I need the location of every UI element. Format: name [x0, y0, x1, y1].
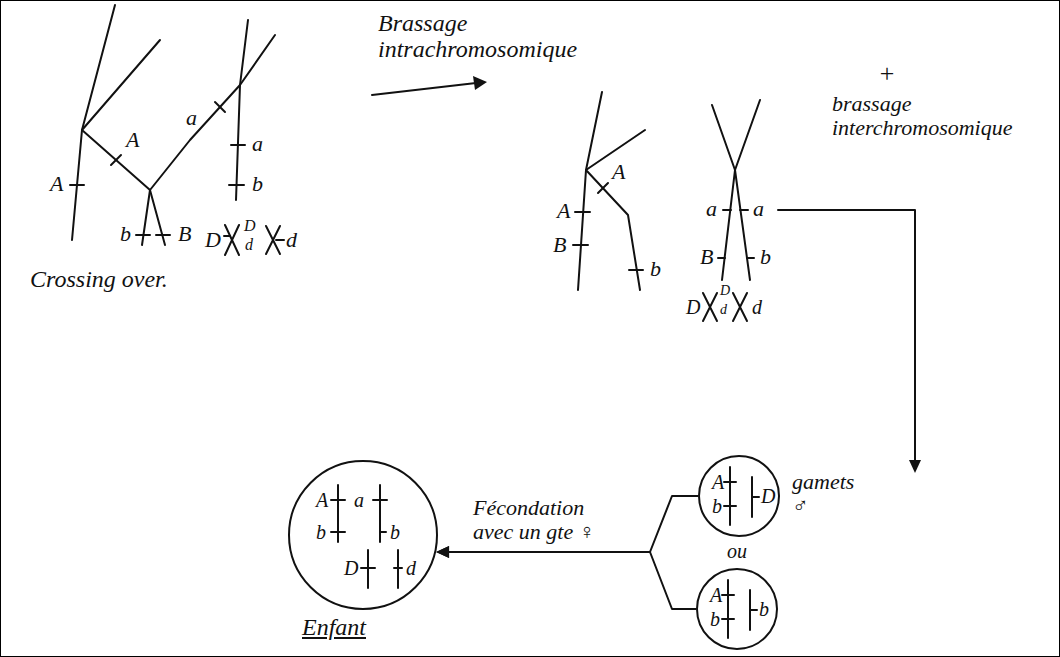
- allele-label: d: [752, 296, 762, 318]
- allele-label: a: [186, 106, 197, 130]
- chromatid-line: [337, 485, 339, 542]
- offspring-cell: AabbDdEnfant: [288, 460, 438, 610]
- chromatid-line: [724, 505, 736, 507]
- allele-label: D: [244, 217, 256, 235]
- allele-label: D: [344, 557, 358, 579]
- chromatid-line: [722, 594, 734, 596]
- allele-label: A: [557, 199, 570, 223]
- figure-caption: Crossing over.: [30, 266, 168, 292]
- chromosome-sketch: [290, 462, 440, 612]
- chromatid-line: [750, 609, 757, 611]
- allele-label: b: [710, 608, 720, 630]
- chromatid-line: [373, 499, 387, 501]
- connector-line: [446, 552, 696, 609]
- chromatid-line: [331, 499, 345, 501]
- allele-label: A: [710, 584, 722, 606]
- chromatid-line: [724, 481, 736, 483]
- allele-label: a: [706, 197, 717, 221]
- process-note: brassage interchromosomique: [832, 92, 1037, 140]
- allele-label: B: [553, 233, 566, 257]
- allele-label: D: [761, 485, 775, 507]
- gamete-note: gamets ♂: [792, 470, 872, 518]
- fertilization-arrow: [436, 496, 698, 558]
- allele-label: b: [650, 257, 661, 281]
- chromatid-line: [380, 531, 386, 533]
- allele-label: D: [720, 283, 730, 298]
- chromatid-line: [752, 496, 759, 498]
- gamete-cell: Ab D: [698, 455, 780, 537]
- chromatid-line: [331, 531, 345, 533]
- chromatid-line: [394, 567, 402, 569]
- chromatid-line: [379, 485, 381, 542]
- allele-label: b: [316, 521, 326, 543]
- allele-label: B: [178, 222, 191, 246]
- allele-label: b: [760, 245, 771, 269]
- allele-label: d: [245, 236, 253, 254]
- allele-label: b: [390, 521, 400, 543]
- allele-label: d: [720, 302, 727, 317]
- allele-label: b: [252, 172, 263, 196]
- allele-label: A: [126, 128, 139, 152]
- gamete-cell: Ab b: [696, 568, 778, 650]
- allele-label: D: [205, 228, 221, 252]
- allele-label: d: [406, 557, 416, 579]
- connector-line: [446, 496, 698, 552]
- allele-label: A: [50, 172, 63, 196]
- chromatid-line: [729, 467, 731, 525]
- arrow-head: [436, 546, 449, 558]
- fertilization-arrow: [436, 546, 696, 609]
- chromatid-line: [727, 580, 729, 638]
- allele-label: b: [120, 222, 131, 246]
- arrow-head: [436, 546, 449, 558]
- allele-label: a: [354, 489, 364, 511]
- chromatid-line: [361, 567, 375, 569]
- allele-label: d: [286, 228, 297, 252]
- allele-label: B: [700, 245, 713, 269]
- cell-title: Enfant: [302, 614, 366, 640]
- allele-label: A: [612, 160, 625, 184]
- conjunction-text: ou: [727, 540, 747, 562]
- allele-label: a: [753, 197, 764, 221]
- allele-label: b: [759, 598, 769, 620]
- allele-label: D: [686, 296, 700, 318]
- process-note: Brassage intrachromosomique: [378, 10, 528, 63]
- chromatid-line: [722, 618, 734, 620]
- allele-label: A: [712, 471, 724, 493]
- plus-sign: +: [878, 60, 896, 89]
- allele-label: A: [316, 489, 328, 511]
- allele-label: b: [712, 495, 722, 517]
- edge-label: Fécondation avec un gte ♀: [473, 496, 613, 544]
- allele-label: a: [252, 132, 263, 156]
